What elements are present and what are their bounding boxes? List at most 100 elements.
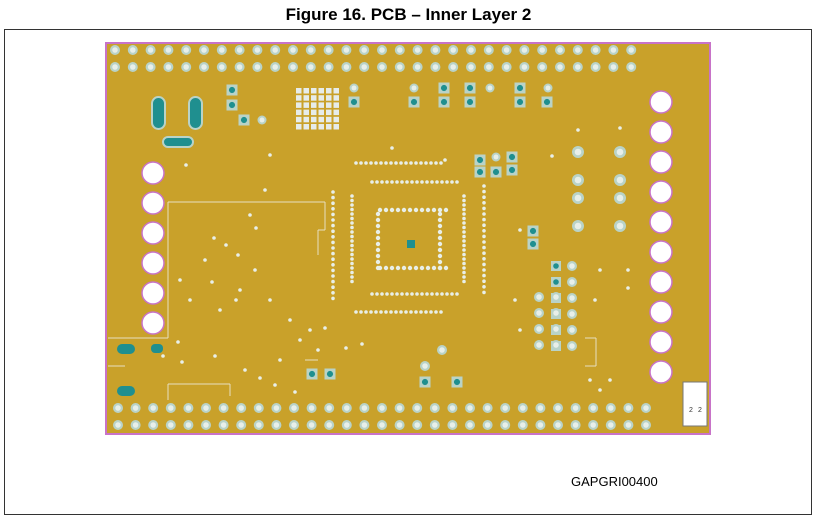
small-via	[350, 221, 354, 225]
bottom-header-pin-hole	[432, 422, 438, 428]
bottom-header-pin-hole	[502, 422, 508, 428]
small-via	[425, 180, 429, 184]
small-via	[401, 265, 407, 271]
small-via	[248, 213, 252, 217]
small-via	[395, 265, 401, 271]
small-via	[350, 225, 354, 230]
small-via	[379, 310, 383, 314]
top-header-pin-hole	[468, 64, 474, 70]
bottom-header-pin-hole	[414, 422, 420, 428]
small-via	[161, 354, 165, 358]
small-via	[482, 206, 486, 211]
bga-pad	[311, 88, 317, 94]
small-via	[360, 342, 364, 346]
small-via	[258, 376, 262, 380]
bottom-header-pin-hole	[467, 405, 473, 411]
bottom-header-pin-hole	[361, 422, 368, 428]
small-via	[375, 259, 381, 265]
small-via	[430, 292, 434, 296]
top-header-pin-hole	[236, 47, 243, 53]
small-via	[462, 279, 466, 284]
top-header-pin-hole	[219, 64, 225, 70]
small-via	[323, 326, 327, 330]
bottom-header-pin-hole	[537, 422, 544, 428]
small-via	[390, 180, 394, 184]
bottom-header-pin-hole	[625, 422, 632, 428]
small-via	[375, 229, 381, 235]
bga-pad	[326, 116, 332, 123]
bottom-header-pin-hole	[168, 422, 174, 428]
small-via	[331, 223, 335, 228]
top-header-pin-hole	[521, 47, 528, 53]
small-via	[176, 340, 180, 344]
small-via	[608, 378, 612, 382]
small-via	[375, 253, 381, 259]
small-via	[407, 265, 413, 271]
bottom-header-pin-hole	[203, 405, 209, 411]
bottom-header-pin-hole	[572, 422, 579, 428]
header-pin-round-hole	[569, 327, 575, 333]
small-via	[385, 180, 389, 184]
right-mounting-pad	[649, 210, 673, 234]
small-via	[462, 198, 466, 203]
slot-lower-left-2	[117, 386, 135, 396]
small-via	[419, 265, 425, 271]
small-via	[369, 161, 373, 165]
small-via	[350, 266, 354, 270]
small-via	[331, 251, 335, 256]
small-via	[350, 212, 354, 216]
small-via	[350, 239, 354, 243]
square-pad-hole	[529, 240, 537, 248]
top-header-pin-hole	[397, 64, 403, 70]
figure-frame	[4, 29, 812, 515]
small-via	[331, 235, 335, 239]
bottom-header-pin-hole	[396, 405, 403, 411]
square-pad-hole	[440, 84, 448, 92]
small-via	[437, 253, 443, 259]
small-via	[184, 163, 188, 167]
bottom-header-pin-hole	[203, 422, 209, 428]
small-via	[626, 268, 630, 272]
small-via	[331, 246, 335, 250]
small-via	[384, 161, 388, 165]
small-via	[278, 358, 282, 362]
small-via	[439, 161, 443, 165]
square-pad-hole	[516, 84, 524, 92]
bga-pad	[318, 95, 324, 101]
bga-pad	[318, 88, 324, 94]
square-pad-hole	[228, 101, 236, 109]
small-via	[462, 252, 466, 257]
small-via	[331, 268, 335, 273]
bottom-header-pin-hole	[308, 422, 315, 428]
bottom-header-pin-hole	[150, 422, 156, 428]
top-header-pin-hole	[254, 64, 261, 70]
small-via	[419, 161, 423, 165]
square-pad-hole	[508, 153, 516, 161]
right-mounting-pad	[649, 360, 673, 384]
small-via	[350, 203, 354, 207]
bga-pad	[326, 109, 332, 116]
slot-left	[151, 96, 166, 130]
top-header-pin-hole	[628, 47, 634, 53]
top-header-pin-hole	[201, 47, 207, 53]
top-header-pin-hole	[468, 47, 474, 53]
square-pad-hole	[466, 84, 474, 92]
header-pin-round-hole	[569, 343, 575, 349]
bga-pad	[326, 124, 332, 130]
bottom-header-pin-hole	[608, 405, 614, 411]
small-via	[443, 158, 447, 162]
small-via	[482, 217, 486, 222]
footprint-label-right: 2	[698, 407, 702, 414]
bottom-header-pin-hole	[396, 422, 403, 428]
small-via	[462, 203, 466, 207]
bga-pad	[303, 88, 309, 94]
small-via	[439, 310, 443, 314]
through-hole-via-hole	[411, 85, 417, 91]
square-pad-hole	[228, 86, 236, 94]
small-via	[375, 217, 381, 223]
small-via	[482, 229, 486, 233]
top-header-pin-hole	[308, 47, 314, 53]
top-header-pin-hole	[539, 47, 545, 53]
bottom-header-pin-hole	[467, 422, 473, 428]
